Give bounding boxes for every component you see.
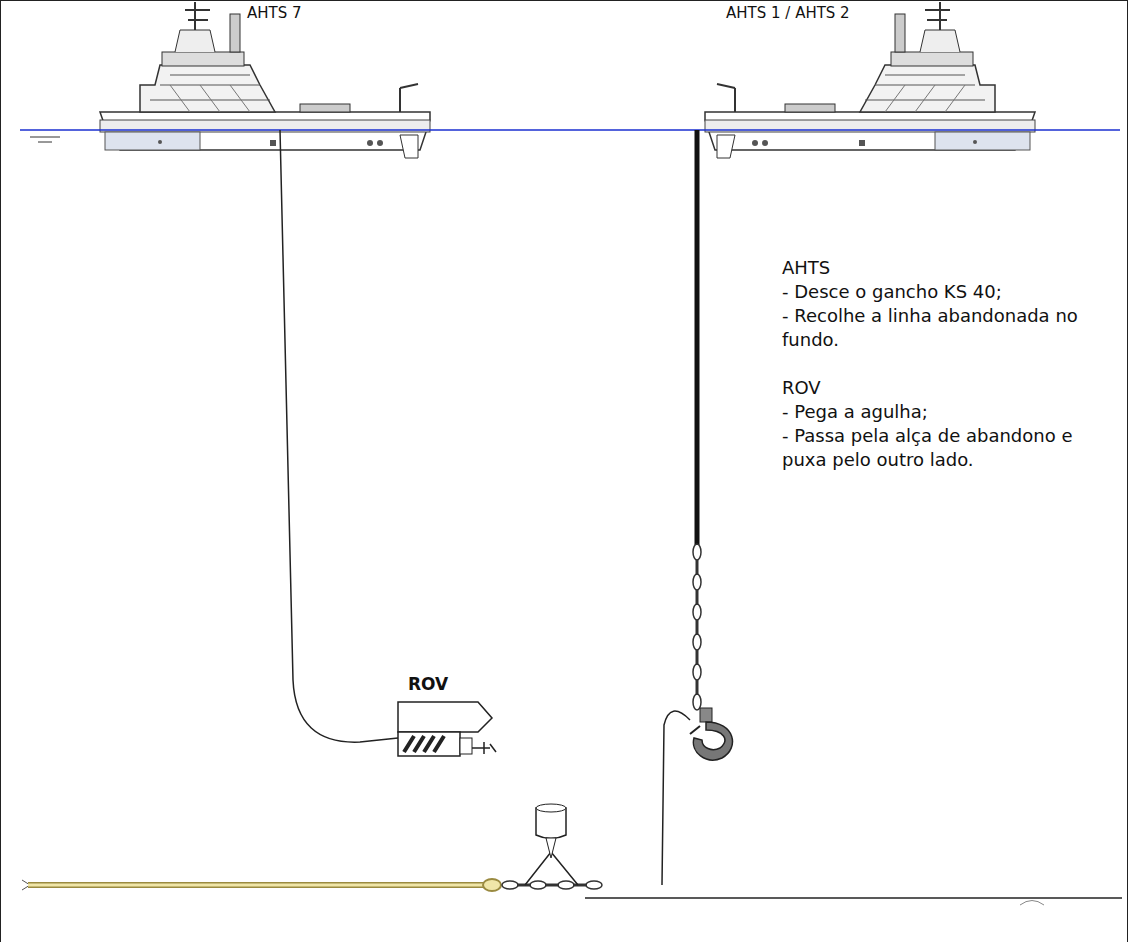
vessel-name: AHTS 7 <box>247 4 302 22</box>
rov-label: ROV <box>408 674 448 694</box>
note-item: - Passa pela alça de abandono e puxa pel… <box>782 424 1117 472</box>
rov-vehicle <box>398 702 496 756</box>
note-item: - Recolhe a linha abandonada no fundo. <box>782 304 1117 352</box>
note-item: - Desce o gancho KS 40; <box>782 280 1117 304</box>
note-item: - Pega a agulha; <box>782 400 1117 424</box>
rov-title: ROV <box>408 674 448 694</box>
vessel-name: AHTS 1 / AHTS 2 <box>726 4 850 22</box>
ks40-hook <box>690 708 733 760</box>
abandon-loop <box>525 804 578 885</box>
note-heading: AHTS <box>782 256 1117 280</box>
note-heading: ROV <box>782 376 1117 400</box>
